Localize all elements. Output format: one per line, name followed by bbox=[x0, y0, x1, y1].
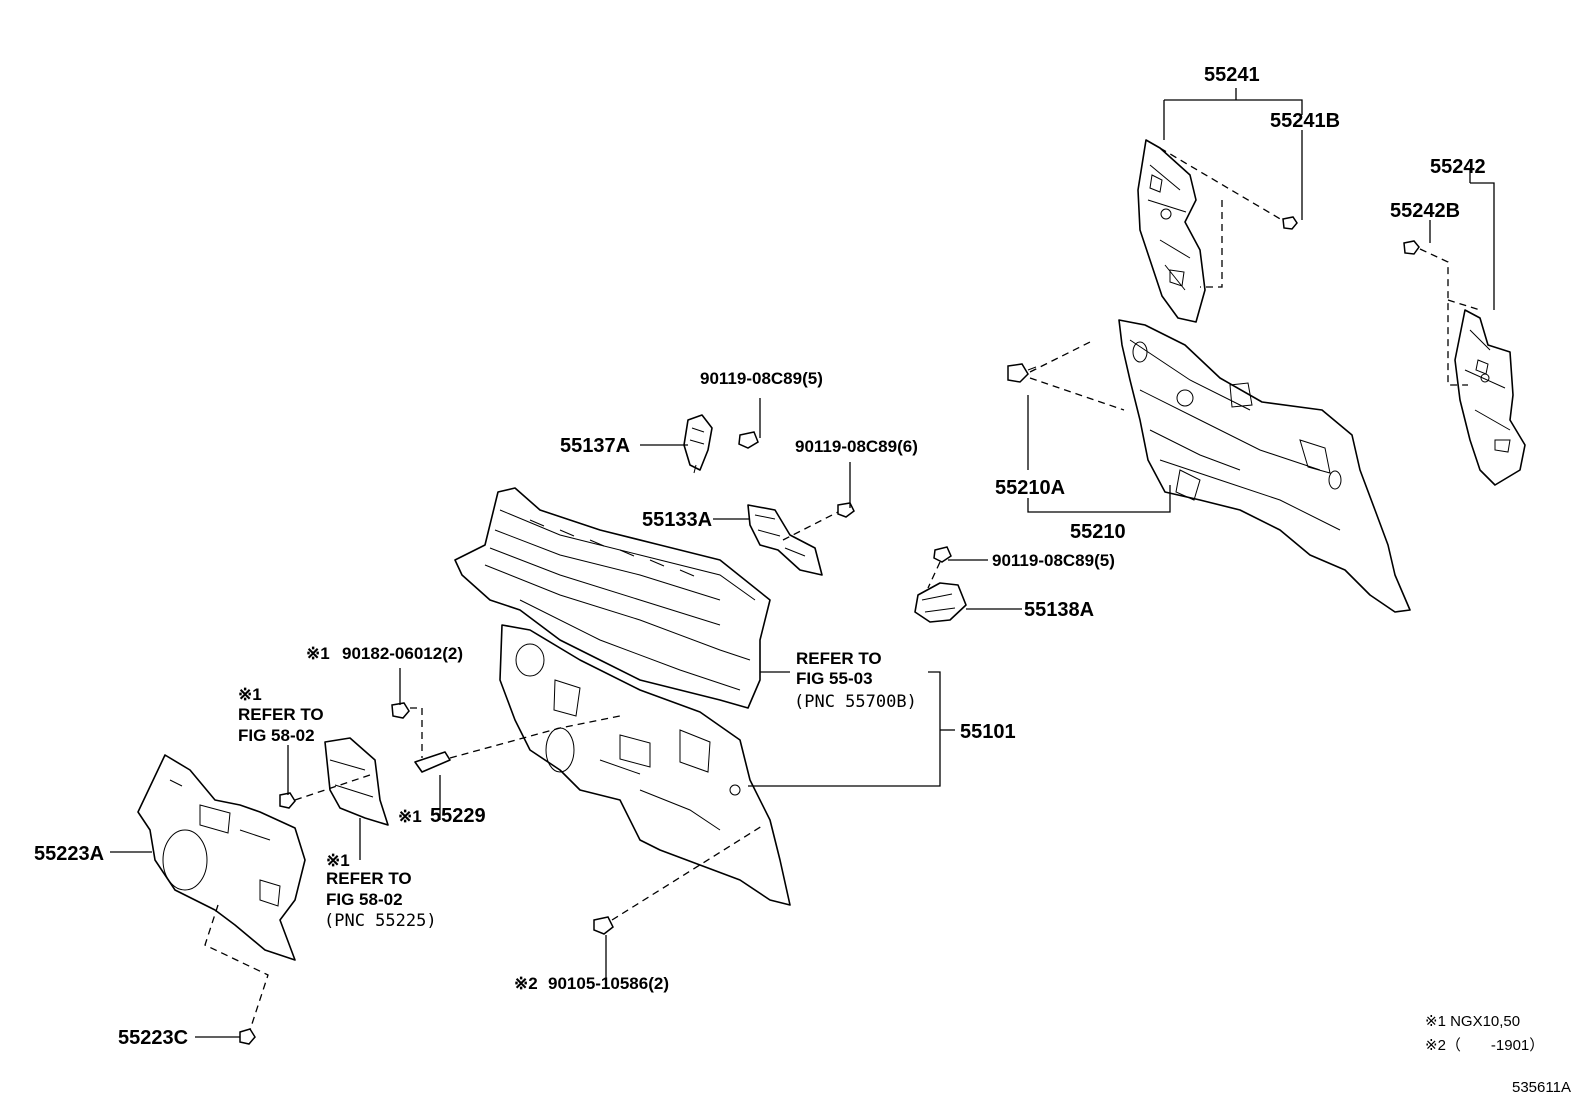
part-55242-bracket[interactable] bbox=[1454, 309, 1526, 486]
ref3-line2: FIG 58-02 bbox=[326, 890, 403, 909]
part-55229-bracket[interactable] bbox=[414, 751, 451, 773]
part-55101-dash-panel[interactable] bbox=[499, 624, 791, 906]
ref1-line3: (PNC 55700B) bbox=[794, 692, 917, 712]
label-90119-b: 90119-08C89(6) bbox=[795, 437, 918, 456]
label-55133A: 55133A bbox=[642, 509, 712, 531]
part-55223A-insulator[interactable] bbox=[137, 754, 306, 961]
part-cowl-top[interactable] bbox=[454, 487, 771, 709]
part-55133A-bracket[interactable] bbox=[747, 504, 823, 576]
clip-90182-icon[interactable] bbox=[391, 702, 410, 719]
label-55210: 55210 bbox=[1070, 521, 1126, 543]
mark-90182: ※1 bbox=[306, 644, 330, 663]
figure-id: 535611A bbox=[1512, 1079, 1571, 1096]
label-55242: 55242 bbox=[1430, 156, 1486, 178]
clip-55241B-icon[interactable] bbox=[1282, 216, 1298, 230]
footnote-2: ※2（ -1901） bbox=[1425, 1037, 1544, 1054]
clip-55223C-icon[interactable] bbox=[239, 1028, 256, 1045]
ref1-line2: FIG 55-03 bbox=[796, 669, 873, 688]
bolt-90119-b-icon[interactable] bbox=[837, 502, 855, 518]
label-55223C: 55223C bbox=[118, 1027, 188, 1049]
part-55138A-bracket[interactable] bbox=[914, 582, 967, 623]
label-90105: 90105-10586(2) bbox=[548, 974, 669, 993]
bolt-90105-icon[interactable] bbox=[593, 916, 614, 935]
clip-55242B-icon[interactable] bbox=[1403, 240, 1420, 255]
label-55241: 55241 bbox=[1204, 64, 1260, 86]
label-55241B: 55241B bbox=[1270, 110, 1340, 132]
ref3-line1: REFER TO bbox=[326, 869, 412, 888]
mark-ref3: ※1 bbox=[326, 851, 350, 870]
mark-90105: ※2 bbox=[514, 974, 538, 993]
label-90182: 90182-06012(2) bbox=[342, 644, 463, 663]
label-55242B: 55242B bbox=[1390, 200, 1460, 222]
label-55138A: 55138A bbox=[1024, 599, 1094, 621]
label-55223A: 55223A bbox=[34, 843, 104, 865]
clip-ref-58-02-icon[interactable] bbox=[279, 792, 296, 809]
part-55210-panel[interactable] bbox=[1118, 319, 1411, 613]
label-90119-c: 90119-08C89(5) bbox=[992, 551, 1115, 570]
bolt-55210A-icon[interactable] bbox=[1007, 363, 1037, 383]
label-55229: 55229 bbox=[430, 805, 486, 827]
bolt-90119-a-icon[interactable] bbox=[738, 431, 759, 449]
mark-ref2: ※1 bbox=[238, 685, 262, 704]
part-55137A-bracket[interactable] bbox=[683, 414, 713, 474]
ref3-line3: (PNC 55225) bbox=[324, 911, 437, 931]
bolt-90119-c-icon[interactable] bbox=[933, 546, 952, 563]
mark-55229: ※1 bbox=[398, 807, 422, 826]
label-90119-a: 90119-08C89(5) bbox=[700, 369, 823, 388]
part-silencer-55225[interactable] bbox=[324, 737, 389, 826]
label-55137A: 55137A bbox=[560, 435, 630, 457]
ref2-line2: FIG 58-02 bbox=[238, 726, 315, 745]
label-55101: 55101 bbox=[960, 721, 1016, 743]
footnote-1: ※1 NGX10,50 bbox=[1425, 1013, 1520, 1030]
ref2-line1: REFER TO bbox=[238, 705, 324, 724]
part-55241-bracket[interactable] bbox=[1137, 139, 1206, 323]
label-55210A: 55210A bbox=[995, 477, 1065, 499]
ref1-line1: REFER TO bbox=[796, 649, 882, 668]
